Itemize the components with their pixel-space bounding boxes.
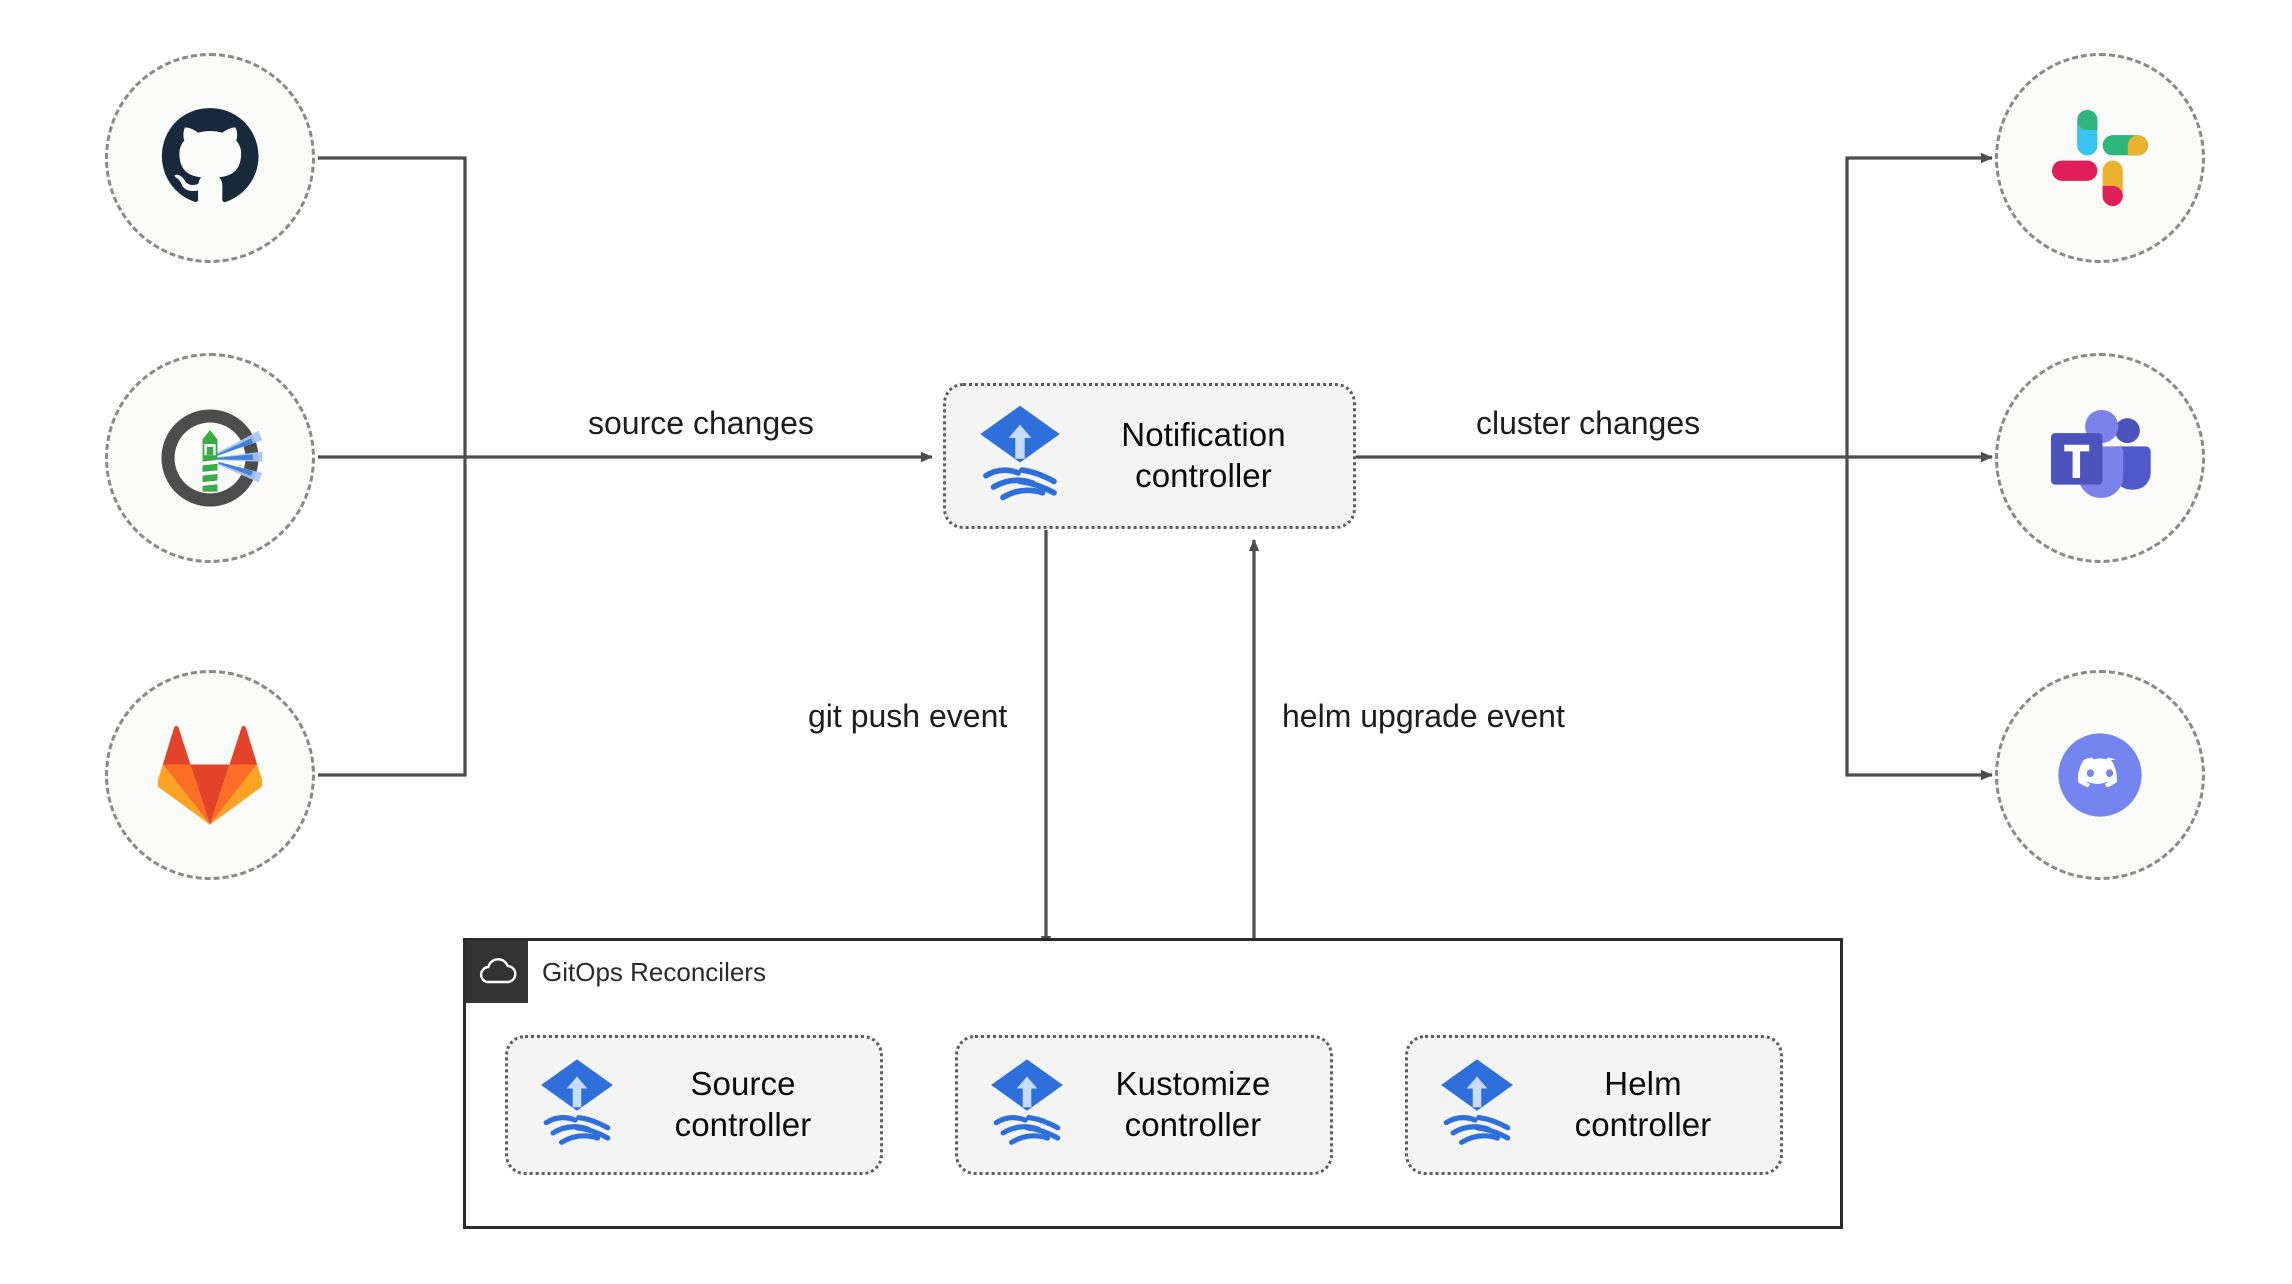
github-icon	[158, 106, 262, 210]
harbor-icon	[154, 402, 266, 514]
source-controller-label: Source controller	[674, 1065, 812, 1143]
source-node-github[interactable]	[105, 53, 315, 263]
flux-icon	[984, 1056, 1070, 1155]
edge-label-git-push-event: git push event	[798, 698, 1018, 735]
helm-controller-card[interactable]: Helm controller	[1405, 1035, 1783, 1175]
destination-node-slack[interactable]	[1995, 53, 2205, 263]
helm-controller-label: Helm controller	[1574, 1065, 1712, 1143]
source-node-harbor[interactable]	[105, 353, 315, 563]
flux-icon	[1434, 1056, 1520, 1155]
microsoft-teams-icon	[2046, 408, 2154, 508]
gitops-reconcilers-title: GitOps Reconcilers	[542, 957, 766, 987]
notification-controller-label: Notification controller	[1121, 416, 1286, 494]
destination-node-teams[interactable]	[1995, 353, 2205, 563]
kustomize-controller-card[interactable]: Kustomize controller	[955, 1035, 1333, 1175]
kustomize-controller-label: Kustomize controller	[1115, 1065, 1271, 1143]
slack-icon	[2052, 110, 2148, 206]
flux-icon	[534, 1056, 620, 1155]
discord-icon	[2048, 723, 2152, 827]
edge-label-cluster-changes: cluster changes	[1466, 405, 1711, 442]
edge-label-helm-upgrade-event: helm upgrade event	[1272, 698, 1575, 735]
cloud-icon	[466, 941, 528, 1003]
gitlab-icon	[158, 725, 262, 825]
flux-icon	[972, 402, 1068, 511]
notification-controller-card[interactable]: Notification controller	[943, 383, 1356, 529]
edge-label-source-changes: source changes	[578, 405, 824, 442]
destination-node-discord[interactable]	[1995, 670, 2205, 880]
source-controller-card[interactable]: Source controller	[505, 1035, 883, 1175]
source-node-gitlab[interactable]	[105, 670, 315, 880]
